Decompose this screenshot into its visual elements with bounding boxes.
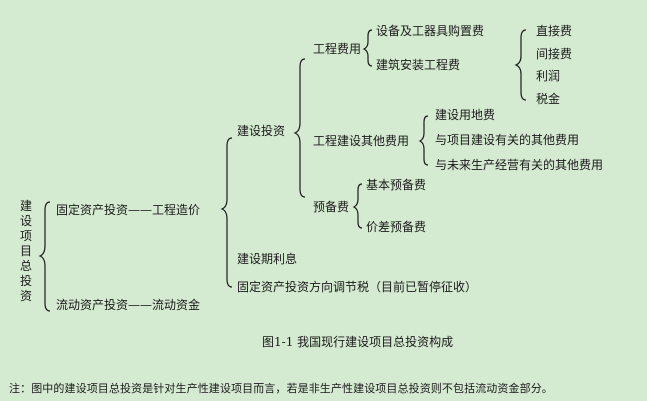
project-related-other-cost: 与项目建设有关的其他费用 [435, 133, 580, 147]
other-cost-brace [418, 115, 429, 166]
basic-reserve: 基本预备费 [366, 178, 427, 192]
construction-investment: 建设投资 [237, 124, 286, 138]
engineering-cost: 工程费用 [313, 42, 362, 56]
root-brace [38, 201, 51, 312]
construction-investment-brace [293, 58, 306, 198]
root-label: 建设项目总投资 [19, 199, 32, 303]
reserve-brace [352, 183, 363, 229]
equipment-purchase-cost: 设备及工器具购置费 [376, 24, 485, 38]
working-capital-investment: 流动资产投资——流动资金 [56, 298, 201, 312]
profit: 利润 [536, 69, 561, 83]
fixed-asset-brace [220, 137, 233, 288]
reserve-fund: 预备费 [313, 200, 350, 214]
construction-period-interest: 建设期利息 [237, 252, 298, 266]
figure-caption: 图1-1 我国现行建设项目总投资构成 [262, 335, 454, 349]
land-use-cost: 建设用地费 [435, 108, 496, 122]
engineering-cost-brace [362, 29, 373, 67]
price-difference-reserve: 价差预备费 [366, 220, 427, 234]
installation-brace [514, 29, 527, 101]
other-construction-cost: 工程建设其他费用 [313, 134, 410, 148]
construction-installation-cost: 建筑安装工程费 [376, 58, 461, 72]
footnote: 注：图中的建设项目总投资是针对生产性建设项目而言，若是非生产性建设项目总投资则不… [9, 382, 553, 395]
investment-direction-adjustment-tax: 固定资产投资方向调节税（目前已暂停征收） [237, 280, 478, 294]
direct-cost: 直接费 [536, 24, 573, 38]
tax: 税金 [536, 92, 561, 106]
fixed-asset-investment: 固定资产投资——工程造价 [56, 203, 201, 217]
future-operation-related-cost: 与未来生产经营有关的其他费用 [435, 158, 604, 172]
indirect-cost: 间接费 [536, 47, 573, 61]
